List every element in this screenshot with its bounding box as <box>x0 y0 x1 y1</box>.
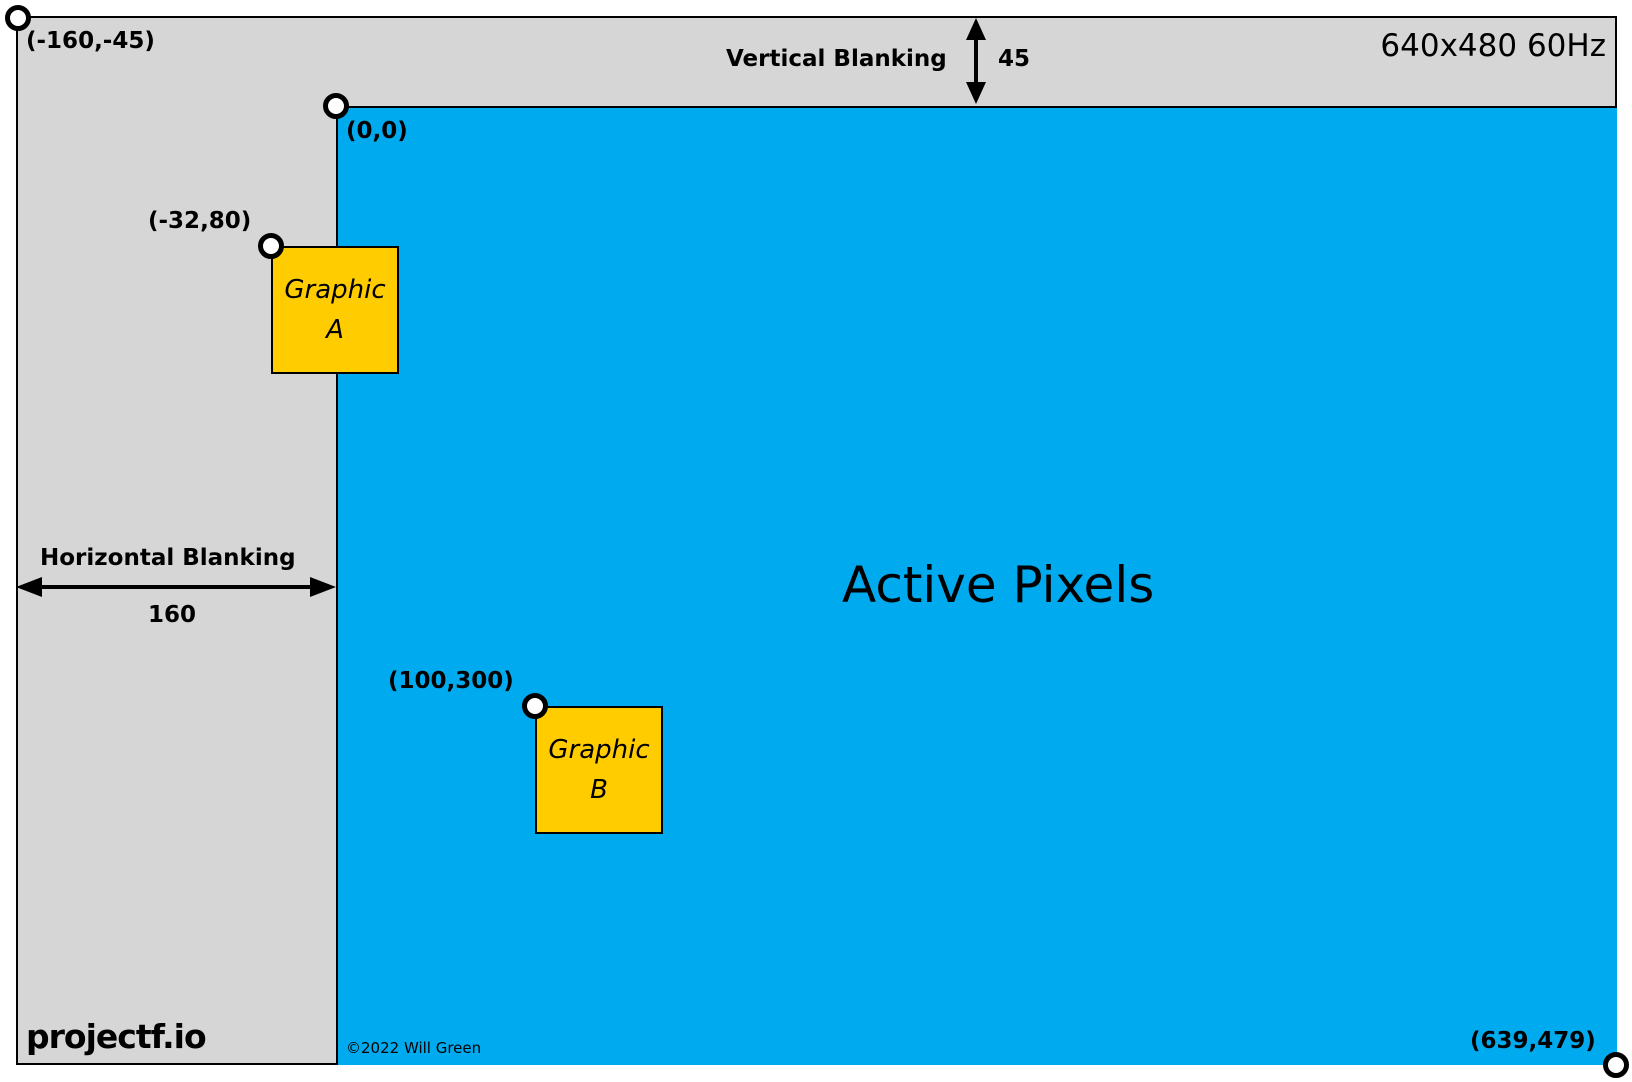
active-pixels-region <box>336 106 1617 1065</box>
marker-graphic-a <box>258 233 284 259</box>
horizontal-blanking-arrow <box>16 577 336 597</box>
vertical-blanking-label: Vertical Blanking <box>726 46 947 72</box>
coord-top-left: (-160,-45) <box>26 28 155 54</box>
graphic-a: Graphic A <box>271 246 399 374</box>
graphic-b: Graphic B <box>535 706 663 834</box>
graphic-a-line1: Graphic <box>284 275 386 305</box>
graphic-a-line2: A <box>326 315 344 345</box>
marker-bottom-right <box>1603 1052 1629 1078</box>
vertical-blanking-arrow <box>966 18 986 104</box>
vertical-blanking-value: 45 <box>998 46 1031 72</box>
coord-graphic-a: (-32,80) <box>148 208 252 234</box>
marker-top-left <box>5 5 31 31</box>
active-pixels-label: Active Pixels <box>842 556 1155 614</box>
horizontal-blanking-value: 160 <box>148 602 197 628</box>
graphic-b-line2: B <box>590 775 608 805</box>
copyright-text: ©2022 Will Green <box>346 1039 482 1057</box>
horizontal-blanking-label: Horizontal Blanking <box>40 545 296 571</box>
brand-logo-text: projectf.io <box>26 1017 207 1056</box>
marker-graphic-b <box>522 693 548 719</box>
coord-graphic-b: (100,300) <box>388 668 514 694</box>
coord-origin: (0,0) <box>346 118 408 144</box>
coord-bottom-right: (639,479) <box>1470 1028 1596 1054</box>
graphic-b-line1: Graphic <box>548 735 650 765</box>
marker-origin <box>323 93 349 119</box>
video-mode-label: 640x480 60Hz <box>1380 28 1606 64</box>
